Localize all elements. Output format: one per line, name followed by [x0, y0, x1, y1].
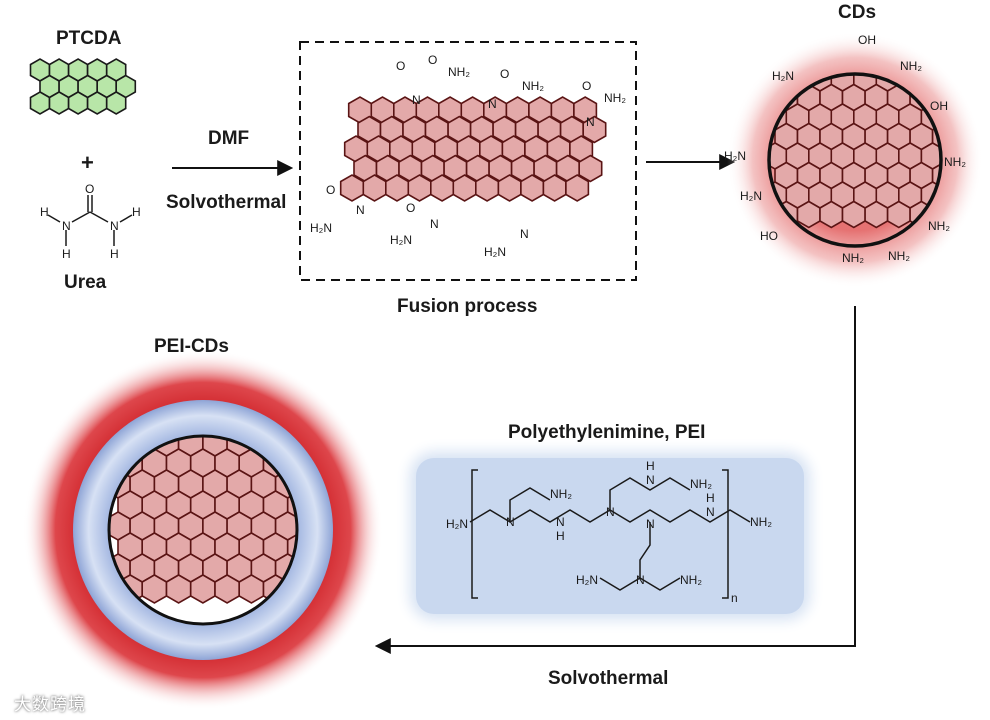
f-o5: O: [326, 183, 335, 197]
hexagon-ring: [142, 575, 166, 603]
hexagon-ring: [386, 175, 409, 201]
hexagon-ring: [521, 175, 544, 201]
plus-sign: +: [81, 150, 94, 176]
pei-n1: N: [506, 515, 515, 529]
f-n4: N: [356, 203, 365, 217]
pei-n4: N: [646, 473, 655, 487]
cd-nh2-3: NH₂: [928, 219, 950, 233]
f-h2n-1: H₂N: [310, 221, 332, 235]
urea-o-atom: O: [85, 182, 94, 196]
urea-molecule: [48, 195, 132, 246]
hexagon-ring: [498, 175, 521, 201]
pei-title: Polyethylenimine, PEI: [508, 422, 705, 444]
pei-h2n-left: H₂N: [446, 517, 468, 531]
fusion-process-label: Fusion process: [397, 296, 537, 318]
urea-h1: H: [40, 205, 49, 219]
cd-h2n-1: H₂N: [740, 189, 762, 203]
f-n6: N: [520, 227, 529, 241]
hexagon-ring: [191, 575, 215, 603]
cds-label: CDs: [838, 2, 876, 24]
pei-n5: N: [646, 517, 655, 531]
hexagon-ring: [820, 202, 843, 228]
hexagon-ring: [31, 92, 50, 114]
hexagon-ring: [363, 175, 386, 201]
f-n3: N: [586, 115, 595, 129]
f-o3: O: [500, 67, 509, 81]
cd-oh-right: OH: [930, 99, 948, 113]
cd-nh2-4: NH₂: [888, 249, 910, 263]
hexagon-ring: [476, 175, 499, 201]
f-nh2-3: NH₂: [604, 91, 626, 105]
pei-nh2-a: NH₂: [550, 487, 572, 501]
pei-nh2-right: NH₂: [750, 515, 772, 529]
hexagon-ring: [543, 175, 566, 201]
hexagon-ring: [239, 575, 263, 603]
urea-label: Urea: [64, 272, 106, 294]
hexagon-ring: [215, 575, 239, 603]
hexagon-ring: [50, 92, 69, 114]
f-h2n-3: H₂N: [484, 245, 506, 259]
urea-h2: H: [132, 205, 141, 219]
pei-repeat-n: n: [731, 591, 738, 605]
hexagon-ring: [341, 175, 364, 201]
pei-cds-label: PEI-CDs: [154, 336, 229, 358]
hexagon-ring: [843, 202, 866, 228]
f-o4: O: [582, 79, 591, 93]
f-nh2-2: NH₂: [522, 79, 544, 93]
f-n5: N: [430, 217, 439, 231]
cd-h2n-2: H₂N: [724, 149, 746, 163]
solvothermal-bottom-label: Solvothermal: [548, 668, 668, 690]
hexagon-ring: [88, 92, 107, 114]
ptcda-molecule: [31, 59, 136, 114]
hexagon-ring: [888, 202, 911, 228]
pei-n2: N: [556, 515, 565, 529]
hexagon-ring: [431, 175, 454, 201]
pei-n6: N: [706, 505, 715, 519]
hexagon-ring: [566, 175, 589, 201]
hexagon-ring: [167, 575, 191, 603]
f-o2: O: [428, 53, 437, 67]
pei-h2: H: [556, 529, 565, 543]
watermark: 大数跨境: [14, 690, 86, 715]
to-pei-cds-arrow: [378, 306, 855, 646]
urea-h3: H: [62, 247, 71, 261]
hexagon-ring: [408, 175, 431, 201]
pei-nh2-b: NH₂: [690, 477, 712, 491]
pei-nh2-bottom: NH₂: [680, 573, 702, 587]
pei-h4: H: [646, 459, 655, 473]
solvothermal-top-label: Solvothermal: [166, 192, 286, 214]
pei-h2n-bottom: H₂N: [576, 573, 598, 587]
cd-oh-top: OH: [858, 33, 876, 47]
f-n2: N: [488, 97, 497, 111]
ptcda-label: PTCDA: [56, 28, 121, 50]
dmf-label: DMF: [208, 128, 249, 150]
f-n1: N: [412, 93, 421, 107]
hexagon-ring: [453, 175, 476, 201]
f-nh2-1: NH₂: [448, 65, 470, 79]
f-o1: O: [396, 59, 405, 73]
f-o6: O: [406, 201, 415, 215]
cd-nh2-5: NH₂: [842, 251, 864, 265]
fusion-graphene-sheet: [341, 97, 606, 201]
urea-h4: H: [110, 247, 119, 261]
pei-n7: N: [636, 573, 645, 587]
urea-n-left: N: [62, 219, 71, 233]
cd-ho-left: HO: [760, 229, 778, 243]
pei-n3: N: [606, 505, 615, 519]
f-h2n-2: H₂N: [390, 233, 412, 247]
hexagon-ring: [107, 92, 126, 114]
cd-h2n-3: H₂N: [772, 69, 794, 83]
cd-nh2-2: NH₂: [944, 155, 966, 169]
hexagon-ring: [69, 92, 88, 114]
urea-atoms: O N N H H H H: [40, 182, 141, 261]
hexagon-ring: [798, 202, 821, 228]
cd-nh2-1: NH₂: [900, 59, 922, 73]
urea-n-right: N: [110, 219, 119, 233]
pei-h6: H: [706, 491, 715, 505]
hexagon-ring: [865, 202, 888, 228]
